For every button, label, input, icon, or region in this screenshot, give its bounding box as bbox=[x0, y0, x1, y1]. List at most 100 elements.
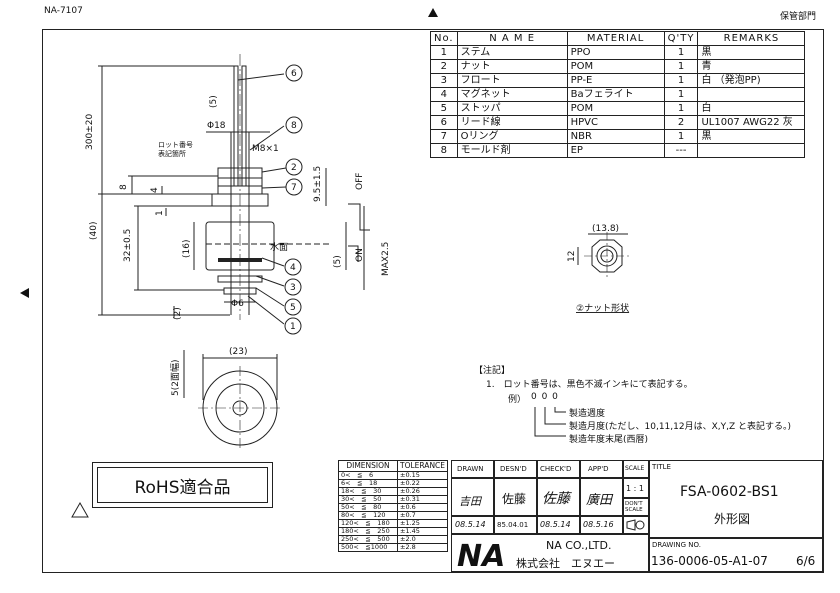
company-cell bbox=[451, 534, 649, 572]
rohs-label: RoHS適合品 bbox=[97, 467, 268, 503]
tol-range: 500< ≦1000 bbox=[338, 543, 398, 552]
dim-13-8-text: (13.8) bbox=[592, 224, 619, 234]
dont-scale-cell bbox=[623, 498, 649, 516]
drawn-date: 08.5.14 bbox=[455, 520, 486, 529]
off-label: OFF bbox=[355, 173, 365, 190]
company-en: NA CO.,LTD. bbox=[546, 539, 612, 552]
tolerance-header-row: DIMENSION TOLERANCE bbox=[338, 460, 449, 472]
nut-hex-outline bbox=[591, 239, 623, 273]
dim-9-5-text: 9.5±1.5 bbox=[313, 166, 323, 202]
notes-item-1: 1. ロット番号は、黒色不滅インキにて表記する。 bbox=[486, 380, 693, 390]
appd-date-cell bbox=[580, 516, 623, 534]
lot-label-2: 表記箇所 bbox=[158, 149, 186, 158]
desnd-date-cell bbox=[494, 516, 537, 534]
part-number: FSA-0602-BS1 bbox=[680, 484, 779, 500]
dim-max-text: MAX2.5 bbox=[381, 242, 391, 276]
note-bracket-2 bbox=[544, 407, 566, 425]
projection-cell bbox=[623, 516, 649, 534]
drawn-label: DRAWN bbox=[457, 465, 484, 473]
leader-2 bbox=[261, 167, 287, 173]
row-material: EP bbox=[566, 143, 665, 158]
dim-23-text: (23) bbox=[229, 347, 247, 357]
scale-header-cell bbox=[623, 460, 649, 478]
dim-12-text: 12 bbox=[567, 251, 577, 262]
appd-date: 08.5.16 bbox=[583, 520, 614, 529]
checkd-sign-cell bbox=[537, 478, 580, 516]
title-label: TITLE bbox=[652, 463, 671, 471]
callout-circle-1 bbox=[284, 317, 302, 335]
dim-5-text: (5) bbox=[209, 95, 219, 108]
dim-phi6-text: Φ6 bbox=[231, 299, 244, 309]
dim-5b-text: (5) bbox=[333, 255, 343, 268]
drawing-no-label: DRAWING NO. bbox=[652, 541, 701, 549]
callout-4: 4 bbox=[290, 263, 296, 273]
callout-6: 6 bbox=[291, 69, 297, 79]
appd-header-cell bbox=[580, 460, 623, 478]
leader-3 bbox=[255, 275, 285, 287]
desnd-header-cell bbox=[494, 460, 537, 478]
tol-col-dimension: DIMENSION bbox=[338, 460, 398, 472]
on-label: ON bbox=[355, 248, 365, 262]
checkd-date: 08.5.14 bbox=[540, 520, 571, 529]
rohs-box: RoHS適合品 bbox=[92, 462, 273, 508]
callout-5: 5 bbox=[290, 303, 296, 313]
leader-4 bbox=[261, 257, 285, 267]
drawing-no: 136-0006-05-A1-07 bbox=[651, 554, 768, 568]
drawn-sign-cell bbox=[451, 478, 494, 516]
lot-label-1: ロット番号 bbox=[158, 141, 193, 149]
dim-8-text: 8 bbox=[119, 184, 129, 190]
tol-col-tolerance: TOLERANCE bbox=[396, 460, 449, 472]
dim-300-text: 300±20 bbox=[85, 114, 95, 150]
dim-4-text: 4 bbox=[150, 187, 160, 193]
dim-40-text: (40) bbox=[89, 222, 99, 240]
checkd-date-cell bbox=[537, 516, 580, 534]
dim-phi18-text: Φ18 bbox=[207, 121, 226, 131]
callout-8: 8 bbox=[291, 121, 297, 131]
appd-name: 廣田 bbox=[586, 493, 613, 508]
callout-circle-6 bbox=[285, 64, 303, 82]
company-jp: 株式会社 エヌエー bbox=[516, 557, 615, 570]
tol-value: ±2.8 bbox=[396, 543, 449, 552]
callout-circle-2 bbox=[285, 158, 303, 176]
water-label: 水面 bbox=[270, 241, 288, 253]
company-logo: NA bbox=[457, 539, 505, 569]
callout-circle-7 bbox=[285, 178, 303, 196]
notes-digits: 0 0 0 bbox=[531, 392, 559, 402]
tolerance-table: DIMENSION TOLERANCE 0< ≦ 6±0.15 6< ≦ 18±… bbox=[338, 460, 449, 552]
drawing-kind: 外形図 bbox=[714, 512, 751, 526]
row-no: 8 bbox=[430, 143, 458, 158]
desnd-sign-cell bbox=[494, 478, 537, 516]
notes-desc-3: 製造年度末尾(西暦) bbox=[569, 435, 649, 445]
callout-circle-3 bbox=[284, 278, 302, 296]
doc-code: NA-7107 bbox=[44, 6, 83, 16]
drawing-sheet bbox=[42, 29, 824, 573]
dim-width-text: 5(2面幅) bbox=[169, 360, 181, 396]
callout-7: 7 bbox=[291, 183, 297, 193]
drawing-no-cell bbox=[649, 538, 823, 572]
logo-text: NA bbox=[457, 539, 505, 569]
leader-8 bbox=[249, 125, 285, 151]
drawn-name: 吉田 bbox=[459, 495, 481, 508]
dim-2-text: (2) bbox=[173, 307, 183, 320]
scale-value-cell bbox=[623, 478, 649, 498]
notes-desc-1: 製造週度 bbox=[569, 409, 606, 419]
dim-1-text: 1 bbox=[155, 210, 165, 216]
leader-1 bbox=[247, 295, 285, 325]
scale-value: 1 : 1 bbox=[626, 484, 644, 493]
note-bracket-3 bbox=[534, 407, 566, 437]
checkd-name: 佐藤 bbox=[542, 491, 570, 507]
sheet-number: 6/6 bbox=[796, 554, 816, 568]
off-arrow-path bbox=[348, 203, 370, 231]
dim-32-text: 32±0.5 bbox=[123, 229, 133, 262]
appd-sign-cell bbox=[580, 478, 623, 516]
projection-symbol-icon bbox=[626, 519, 645, 531]
checkd-label: CHECK'D bbox=[540, 465, 572, 473]
leader-6 bbox=[237, 73, 285, 81]
drawn-date-cell bbox=[451, 516, 494, 534]
leader-7 bbox=[261, 186, 287, 189]
callout-circle-8 bbox=[285, 116, 303, 134]
